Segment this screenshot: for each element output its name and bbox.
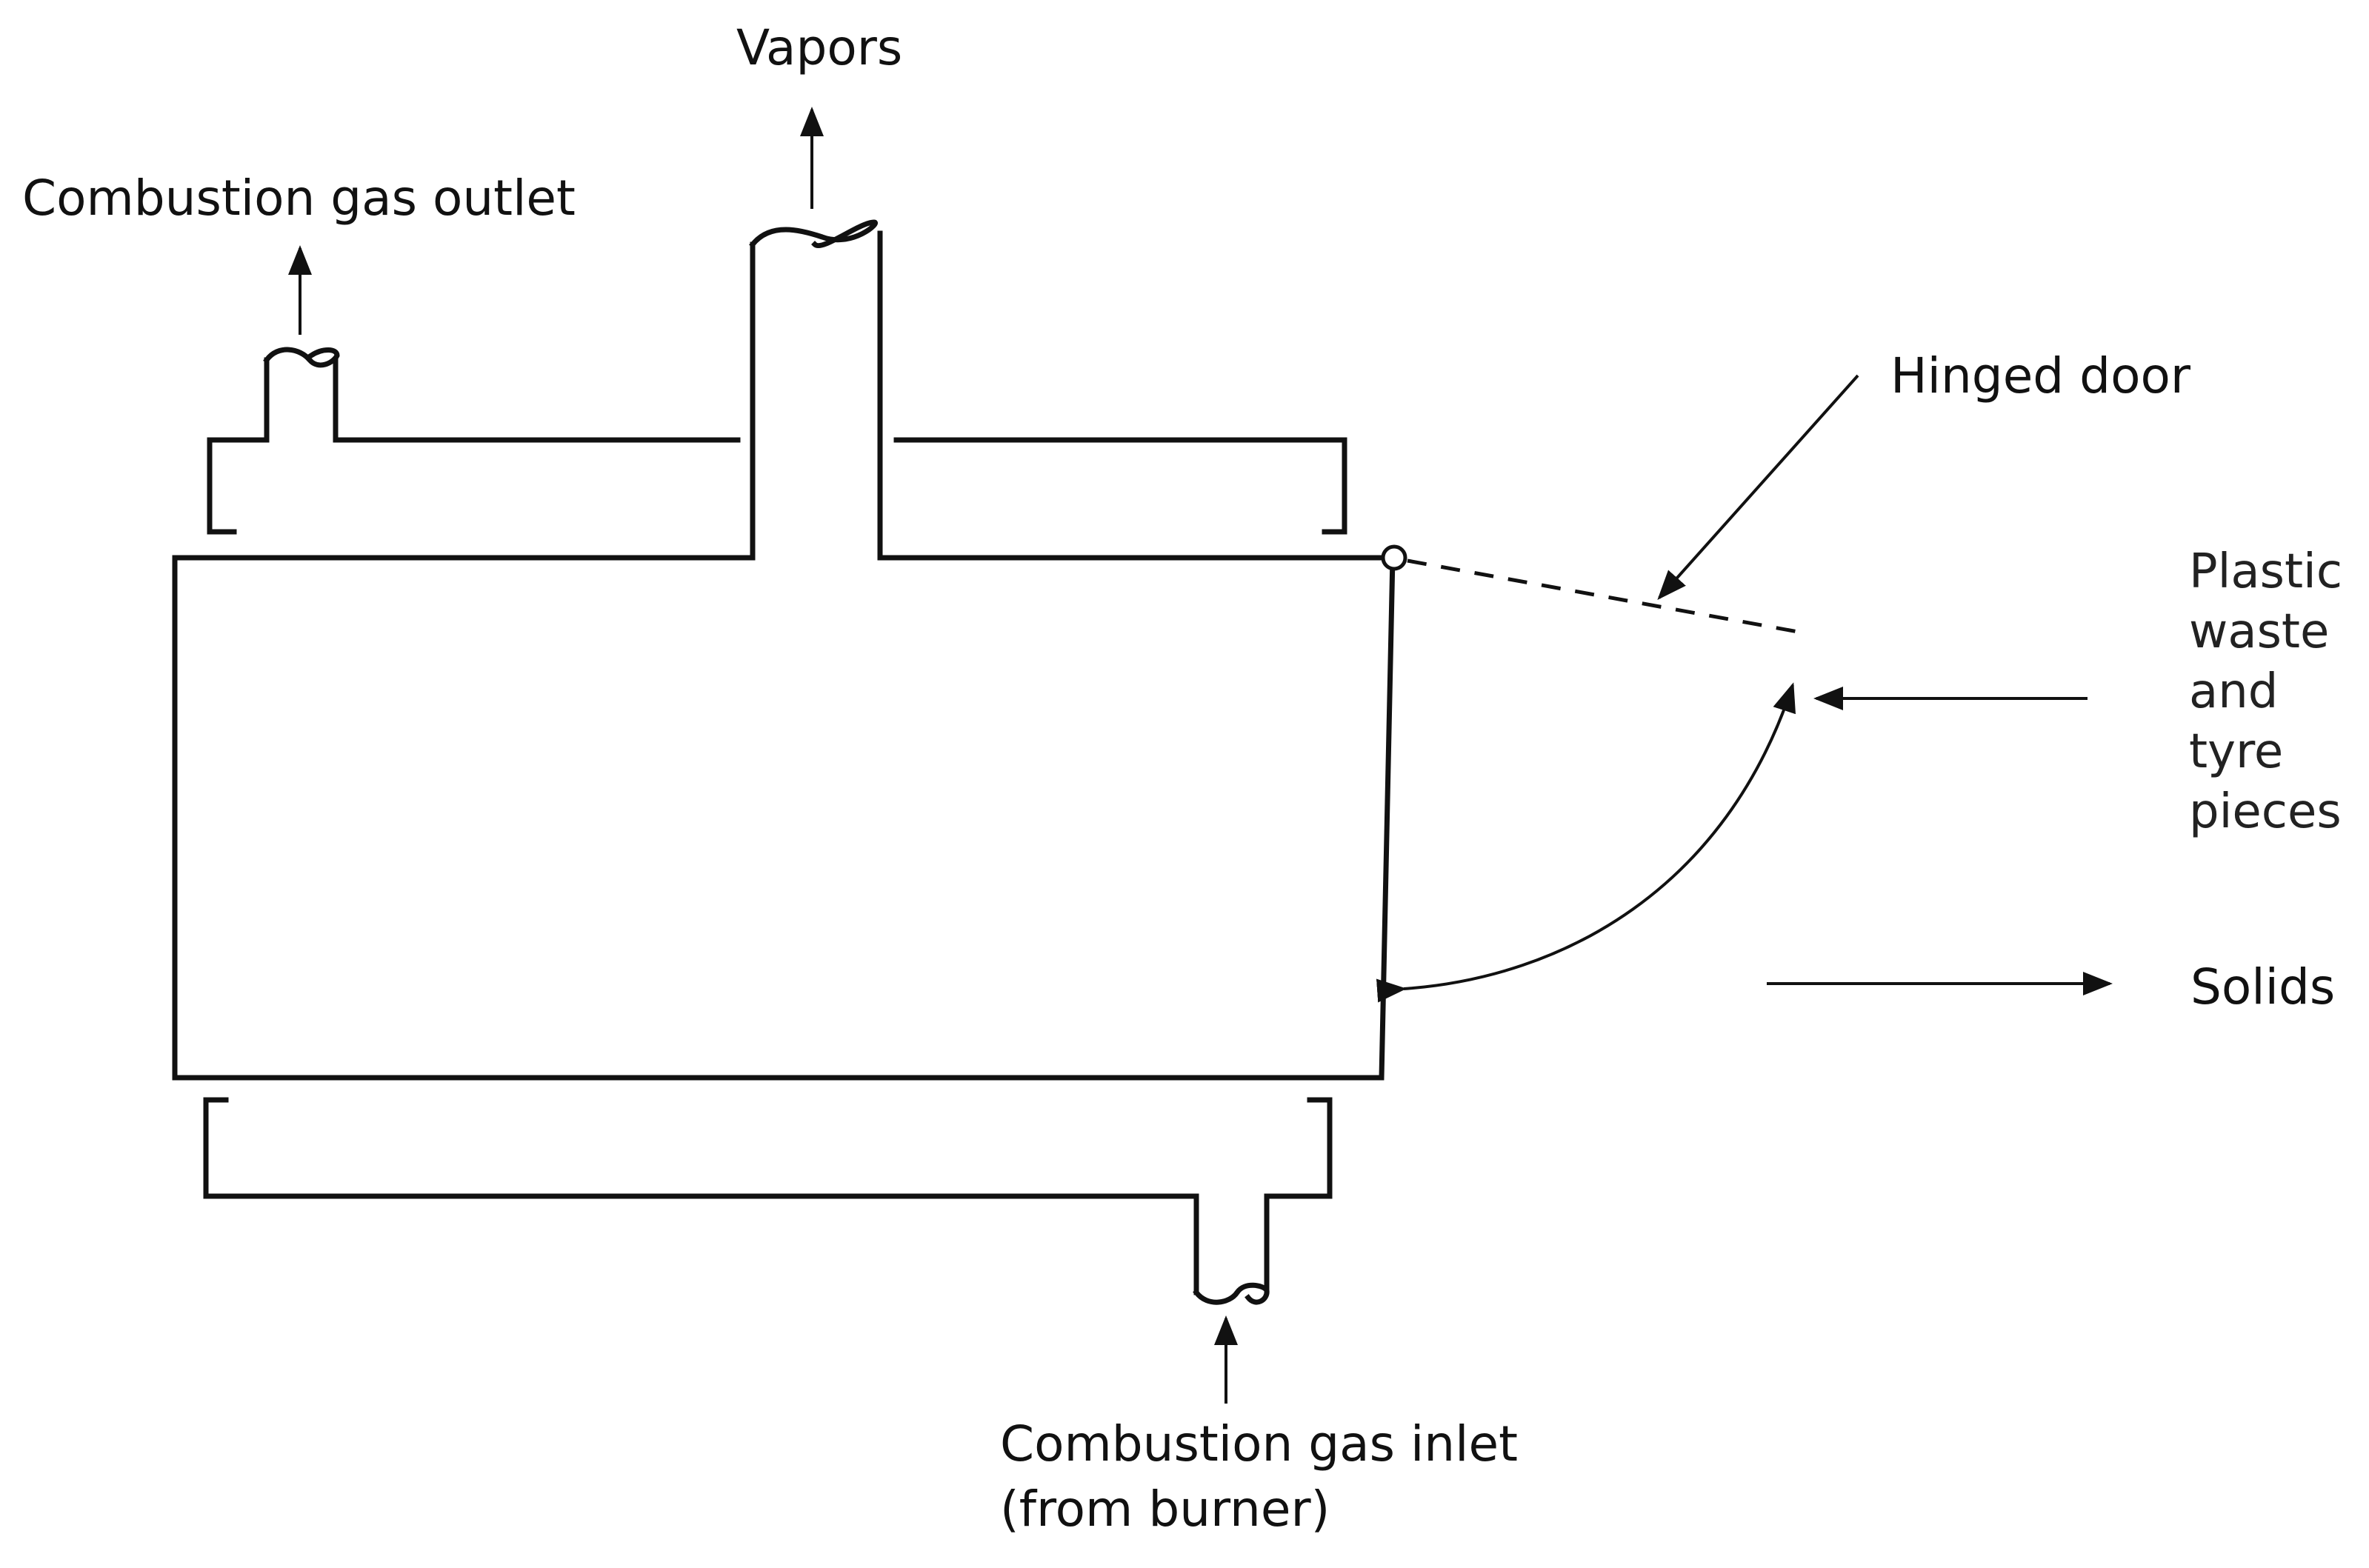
bottom-jacket-outline [203,1097,1199,1295]
door-hinge [1381,544,1407,571]
feed-label-line-4: tyre [2189,724,2283,779]
top-jacket-outlet-pipe-right [333,357,741,443]
bottom-jacket-right [1264,1097,1333,1293]
combustion-inlet-pipe-break [1193,1282,1270,1305]
top-jacket-right-segment [893,437,1347,535]
solids-label: Solids [2190,958,2335,1015]
feed-label-line-2: waste [2189,604,2329,659]
top-heating-jacket [207,245,1347,535]
reactor-vessel [172,555,1396,1081]
labels: Vapors Combustion gas outlet Hinged door… [22,19,2342,1538]
reactor-body-outline [172,555,1396,1081]
top-jacket-left-segment [207,357,270,535]
hinged-door-pointer [1657,374,1859,600]
hinged-door-label: Hinged door [1890,347,2191,404]
combustion-gas-inlet-label-line-2: (from burner) [1000,1481,1330,1538]
vapor-pipe-break [749,219,879,249]
combustion-gas-outlet-label: Combustion gas outlet [22,170,576,227]
combustion-gas-inlet-label-line-1: Combustion gas inlet [1000,1415,1518,1472]
door-swing-arc [1376,682,1796,1003]
flow-arrows [1767,687,2113,995]
vapor-outlet-pipe [749,107,883,561]
hinged-door [1376,374,1859,1003]
bottom-heating-jacket [203,1097,1333,1404]
feed-label-line-3: and [2189,664,2278,719]
feed-label-line-1: Plastic [2189,544,2342,599]
feed-label-line-5: pieces [2189,784,2342,839]
door-open-position [1407,558,1807,635]
vapors-label: Vapors [736,19,902,76]
combustion-outlet-pipe-break [263,347,340,368]
